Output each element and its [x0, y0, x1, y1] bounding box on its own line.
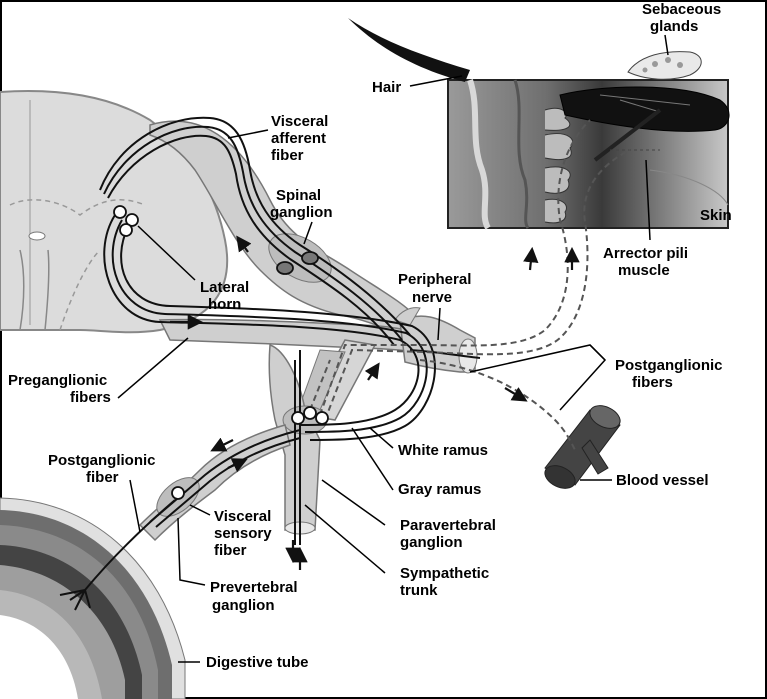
labels: Sebaceous glands Hair Visceral afferent …	[8, 1, 732, 671]
label-peripheral-nerve-2: nerve	[412, 289, 452, 306]
label-preganglionic-fibers: Preganglionic	[8, 372, 107, 389]
label-sebaceous-2: glands	[650, 18, 698, 35]
label-postganglionic-fiber-2: fiber	[86, 469, 119, 486]
label-paravertebral-ganglion-2: ganglion	[400, 534, 463, 551]
label-peripheral-nerve: Peripheral	[398, 271, 471, 288]
label-visceral-afferent-3: fiber	[271, 147, 304, 164]
label-gray-ramus: Gray ramus	[398, 481, 481, 498]
label-lateral-horn: Lateral	[200, 279, 249, 296]
leader-lines	[117, 34, 669, 663]
label-spinal-ganglion: Spinal	[276, 187, 321, 204]
label-sebaceous: Sebaceous	[642, 1, 721, 18]
label-postganglionic-fiber: Postganglionic	[48, 452, 156, 469]
blood-vessel	[544, 405, 621, 489]
label-visceral-afferent: Visceral	[271, 113, 328, 130]
label-preganglionic-fibers-2: fibers	[70, 389, 111, 406]
label-lateral-horn-2: horn	[208, 296, 241, 313]
label-hair: Hair	[372, 79, 401, 96]
label-white-ramus: White ramus	[398, 442, 488, 459]
nerve-tissue	[138, 120, 478, 542]
label-visceral-sensory-2: sensory	[214, 525, 272, 542]
hair-shaft	[348, 18, 470, 82]
label-arrector-pili: Arrector pili	[603, 245, 688, 262]
neuron-cell-bodies	[113, 205, 329, 500]
label-paravertebral-ganglion: Paravertebral	[400, 517, 496, 534]
postganglionic-dashed-fibers	[309, 119, 631, 451]
label-skin: Skin	[700, 207, 732, 224]
label-prevertebral-ganglion: Prevertebral	[210, 579, 298, 596]
label-postganglionic-fibers-2: fibers	[632, 374, 673, 391]
label-visceral-sensory-3: fiber	[214, 542, 247, 559]
direction-arrows	[170, 235, 580, 570]
skin-block	[447, 51, 730, 230]
label-sympathetic-trunk-2: trunk	[400, 582, 438, 599]
label-sympathetic-trunk: Sympathetic	[400, 565, 489, 582]
label-prevertebral-ganglion-2: ganglion	[212, 597, 275, 614]
label-postganglionic-fibers: Postganglionic	[615, 357, 723, 374]
label-spinal-ganglion-2: ganglion	[270, 204, 333, 221]
label-visceral-afferent-2: afferent	[271, 130, 326, 147]
label-arrector-pili-2: muscle	[618, 262, 670, 279]
digestive-tube	[0, 497, 186, 699]
label-blood-vessel: Blood vessel	[616, 472, 709, 489]
label-digestive-tube: Digestive tube	[206, 654, 309, 671]
label-visceral-sensory: Visceral	[214, 508, 271, 525]
